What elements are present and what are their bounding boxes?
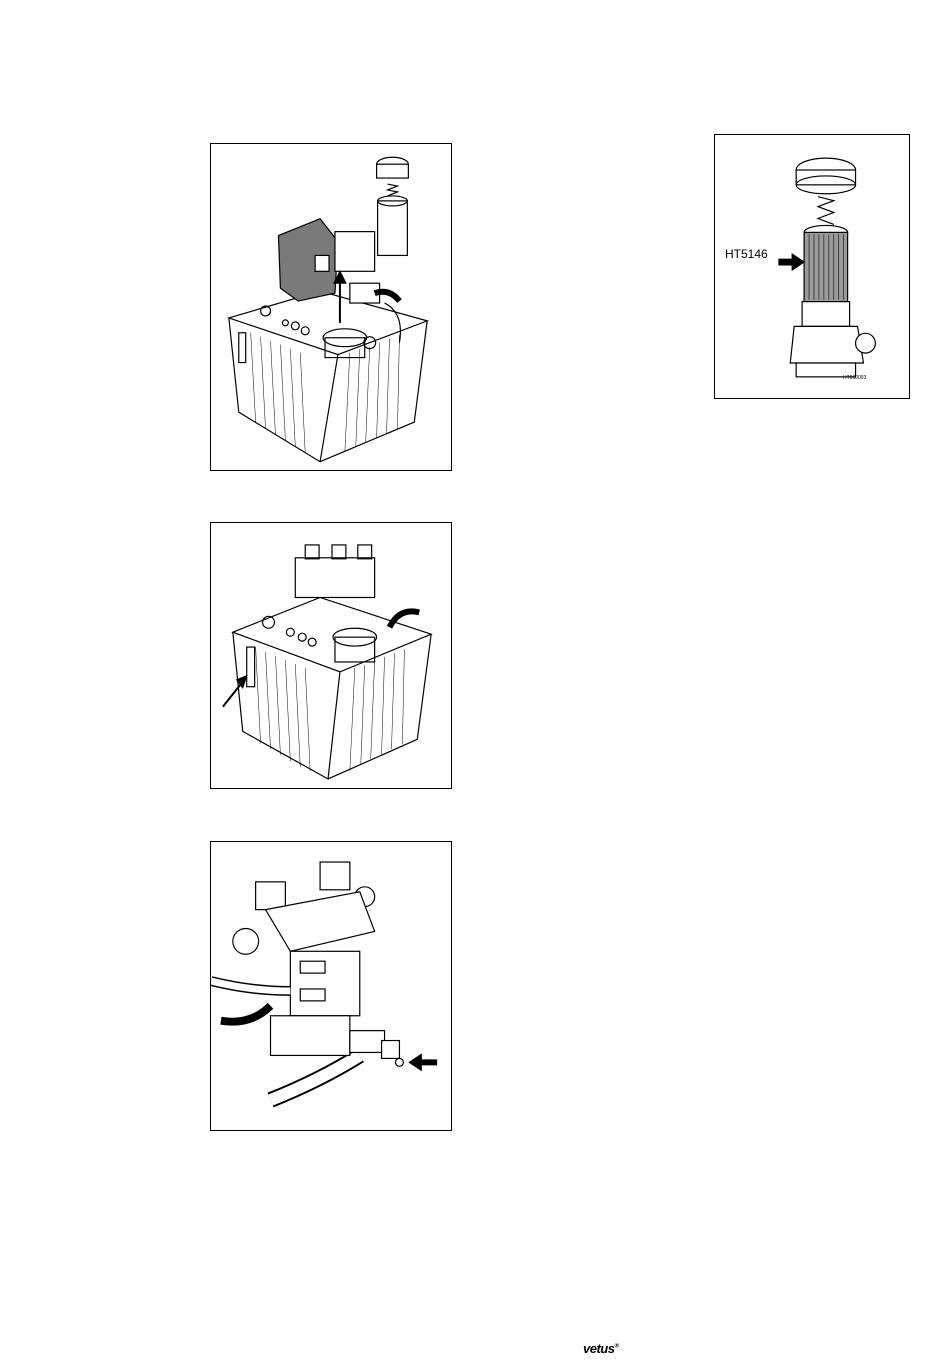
valve-block-illustration (211, 842, 451, 1130)
part-number-label: HT5146 (725, 247, 768, 261)
hydraulic-tank-illustration (211, 144, 451, 470)
figure-oil-level-check (210, 522, 452, 789)
hydraulic-tank-illustration (211, 523, 451, 788)
drawing-code: HT960093 (843, 375, 866, 381)
brand-name: vetus (583, 1341, 614, 1356)
figure-filter-element: HT5146 HT960093 (714, 134, 910, 399)
brand-logo: vetus® (583, 1341, 618, 1356)
registered-mark: ® (614, 1344, 618, 1350)
figure-valve-connection (210, 841, 452, 1131)
figure-filter-removal (210, 143, 452, 471)
filter-element-illustration (715, 135, 909, 398)
